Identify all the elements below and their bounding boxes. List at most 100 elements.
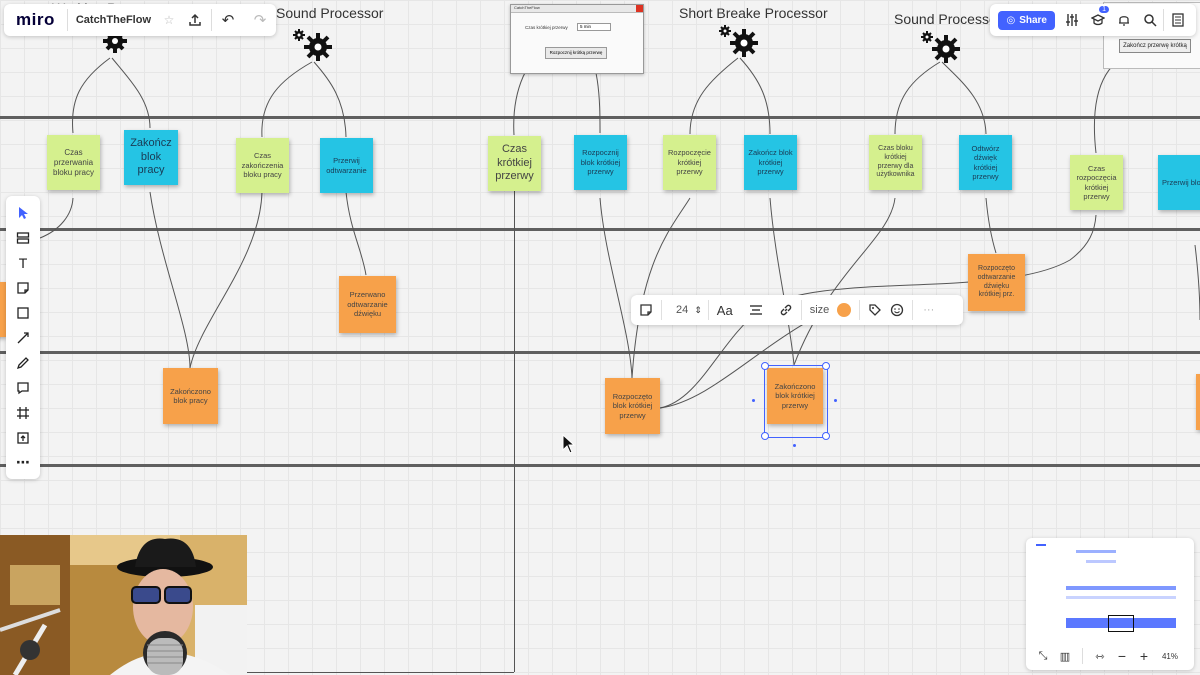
connection-dot[interactable]	[793, 444, 796, 447]
text-format-button[interactable]: Aa	[716, 302, 733, 318]
sticky-note[interactable]: Przerwij blok	[1158, 155, 1200, 210]
divider	[859, 300, 861, 320]
divider	[66, 9, 68, 31]
zoom-level[interactable]: 41%	[1161, 651, 1178, 661]
end-break-button[interactable]: Zakończ przerwę krótką	[1119, 39, 1191, 53]
text-tool-icon[interactable]: T	[18, 254, 28, 271]
resize-handle[interactable]	[761, 362, 769, 370]
sticky-note-tool-icon[interactable]	[6, 275, 40, 300]
sticky-note[interactable]: Przerwano odtwarzanie dźwięku	[339, 276, 396, 333]
sticky-note[interactable]: Przerwij odtwarzanie	[320, 138, 373, 193]
creation-toolbar: T ⋯	[6, 196, 40, 479]
more-tools-icon[interactable]: ⋯	[16, 454, 30, 470]
search-icon[interactable]	[1137, 4, 1163, 36]
bell-icon[interactable]	[1111, 4, 1137, 36]
webcam-person-image	[0, 535, 247, 675]
upload-icon[interactable]	[6, 425, 40, 450]
connection-dot[interactable]	[752, 399, 755, 402]
column-title-sound-processor-2: Sound Processor	[894, 11, 1002, 27]
divider	[1082, 648, 1083, 664]
tag-icon[interactable]	[860, 303, 890, 317]
learning-icon[interactable]: 1	[1085, 4, 1111, 36]
sticky-context-toolbar: 24 ⇕ Aa size ···	[631, 295, 963, 325]
window-titlebar: CatchTheFlow	[511, 5, 643, 13]
align-icon[interactable]	[741, 304, 771, 316]
zoom-out-button[interactable]: −	[1117, 648, 1127, 664]
color-picker-button[interactable]	[837, 303, 859, 317]
horizontal-line	[247, 672, 514, 673]
more-options-button[interactable]: ···	[923, 304, 935, 316]
minimap-preview[interactable]	[1036, 544, 1186, 644]
minimap-block	[1066, 618, 1176, 628]
divider	[707, 300, 709, 320]
resize-handle[interactable]	[822, 362, 830, 370]
sticky-note[interactable]: Rozpoczęto odtwarzanie dźwięku krótkiej …	[968, 254, 1025, 311]
shape-tool-icon[interactable]	[6, 300, 40, 325]
divider	[912, 300, 914, 320]
zoom-in-button[interactable]: +	[1139, 648, 1149, 664]
size-button[interactable]: size	[809, 304, 830, 316]
app-screenshot[interactable]: CatchTheFlow Czas krótkiej przerwy 5 min…	[510, 4, 644, 74]
font-size-value[interactable]: 24	[676, 304, 689, 316]
share-button[interactable]: ◎ Share	[998, 10, 1055, 30]
font-size-stepper-icon[interactable]: ⇕	[694, 304, 702, 315]
map-icon[interactable]: ▥	[1059, 650, 1071, 663]
fit-to-screen-icon[interactable]: ⇿	[1095, 650, 1105, 663]
select-tool-icon[interactable]	[6, 200, 40, 225]
sticky-note[interactable]: Czas krótkiej przerwy	[488, 136, 541, 191]
sticky-note[interactable]: Odtwórz dźwięk krótkiej przerwy	[959, 135, 1012, 190]
selection-frame	[764, 365, 828, 438]
star-icon[interactable]: ☆	[163, 13, 175, 27]
sticky-note[interactable]: Czas zakończenia bloku pracy	[236, 138, 289, 193]
miro-logo[interactable]: miro	[16, 10, 55, 29]
connection-line-icon[interactable]	[6, 325, 40, 350]
sticky-note[interactable]: Czas rozpoczęcia krótkiej przerwy	[1070, 155, 1123, 210]
resize-handle[interactable]	[822, 432, 830, 440]
frame-icon[interactable]	[6, 400, 40, 425]
minimap-panel: ⤡ ▥ ⇿ − + 41%	[1026, 538, 1194, 670]
undo-icon[interactable]: ↶	[221, 12, 235, 29]
sticky-note[interactable]: Zakończono blok pracy	[163, 368, 218, 424]
minimap-controls: ⤡ ▥ ⇿ − + 41%	[1026, 642, 1194, 670]
board-list-icon[interactable]	[1164, 4, 1192, 36]
redo-icon[interactable]: ↷	[253, 12, 267, 29]
lane-divider	[0, 351, 1200, 354]
sticky-note[interactable]	[1196, 374, 1200, 430]
break-time-input[interactable]: 5 min	[577, 23, 611, 31]
templates-icon[interactable]	[6, 225, 40, 250]
column-title-short-break-processor: Short Breake Processor	[679, 5, 828, 21]
window-title: CatchTheFlow	[514, 5, 540, 10]
sticky-note[interactable]: Rozpoczęcie krótkiej przerwy	[663, 135, 716, 190]
comment-icon[interactable]	[6, 375, 40, 400]
minimap-block	[1036, 544, 1046, 546]
sticky-note[interactable]: Czas przerwania bloku pracy	[47, 135, 100, 190]
pen-icon[interactable]	[6, 350, 40, 375]
sticky-note[interactable]	[0, 282, 6, 337]
board-name[interactable]: CatchTheFlow	[75, 14, 152, 26]
notification-badge: 1	[1099, 6, 1109, 13]
column-title-sound-processor: Sound Processor	[276, 5, 384, 21]
sticky-note[interactable]: Rozpoczęto blok krótkiej przerwy	[605, 378, 660, 434]
webcam-overlay	[0, 535, 247, 675]
emoji-icon[interactable]	[890, 303, 912, 317]
start-break-button[interactable]: Rozpocznij krótką przerwę	[545, 47, 607, 59]
divider	[1163, 9, 1164, 31]
vertical-line	[514, 168, 515, 672]
divider	[661, 300, 662, 320]
sticky-note[interactable]: Rozpocznij blok krótkiej przerwy	[574, 135, 627, 190]
export-icon[interactable]	[179, 4, 211, 36]
sticky-note[interactable]: Czas bloku krótkiej przerwy dla użytkown…	[869, 135, 922, 190]
sticky-type-icon[interactable]	[631, 303, 661, 317]
board-header: miro CatchTheFlow ☆ ↶ ↷	[4, 4, 277, 36]
sticky-note-selected[interactable]: Zakończono blok krótkiej przerwy	[767, 368, 823, 424]
resize-handle[interactable]	[761, 432, 769, 440]
link-icon[interactable]	[771, 303, 801, 317]
minimap-block	[1086, 560, 1116, 563]
settings-sliders-icon[interactable]	[1059, 4, 1085, 36]
sticky-note[interactable]: Zakończ blok krótkiej przerwy	[744, 135, 797, 190]
collapse-icon[interactable]: ⤡	[1038, 649, 1048, 662]
minimap-viewport[interactable]	[1108, 615, 1134, 632]
sticky-note[interactable]: Zakończ blok pracy	[124, 130, 178, 185]
connection-dot[interactable]	[834, 399, 837, 402]
